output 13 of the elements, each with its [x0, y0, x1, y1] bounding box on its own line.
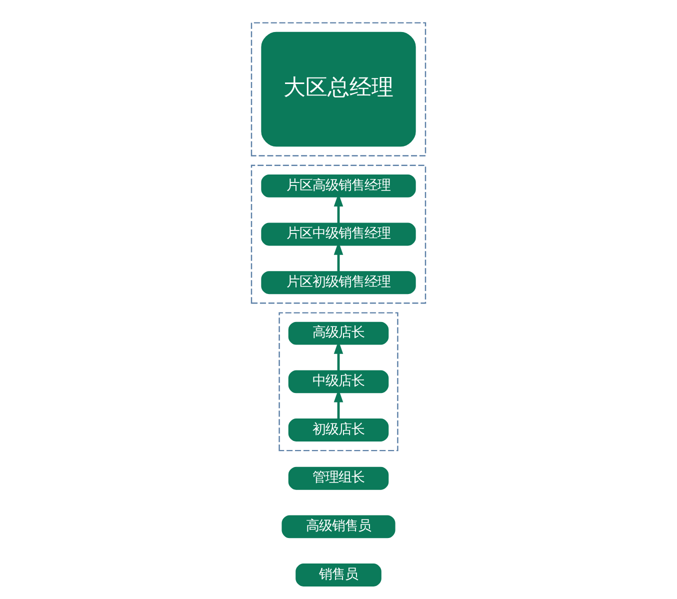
node-box: 销售员: [296, 564, 382, 586]
node-box: 片区中级销售经理: [261, 222, 416, 246]
node-box: 片区初级销售经理: [261, 271, 416, 294]
cluster: [278, 312, 398, 452]
cluster: [250, 164, 426, 304]
node-box: 初级店长: [288, 418, 389, 442]
node-box: 高级店长: [288, 322, 389, 345]
node-box: 大区总经理: [261, 32, 416, 147]
node-box: 管理组长: [288, 466, 389, 490]
node-box: 高级销售员: [282, 515, 396, 538]
cluster: [250, 22, 426, 156]
node-box: 中级店长: [288, 370, 389, 394]
node-box: 片区高级销售经理: [261, 174, 416, 198]
